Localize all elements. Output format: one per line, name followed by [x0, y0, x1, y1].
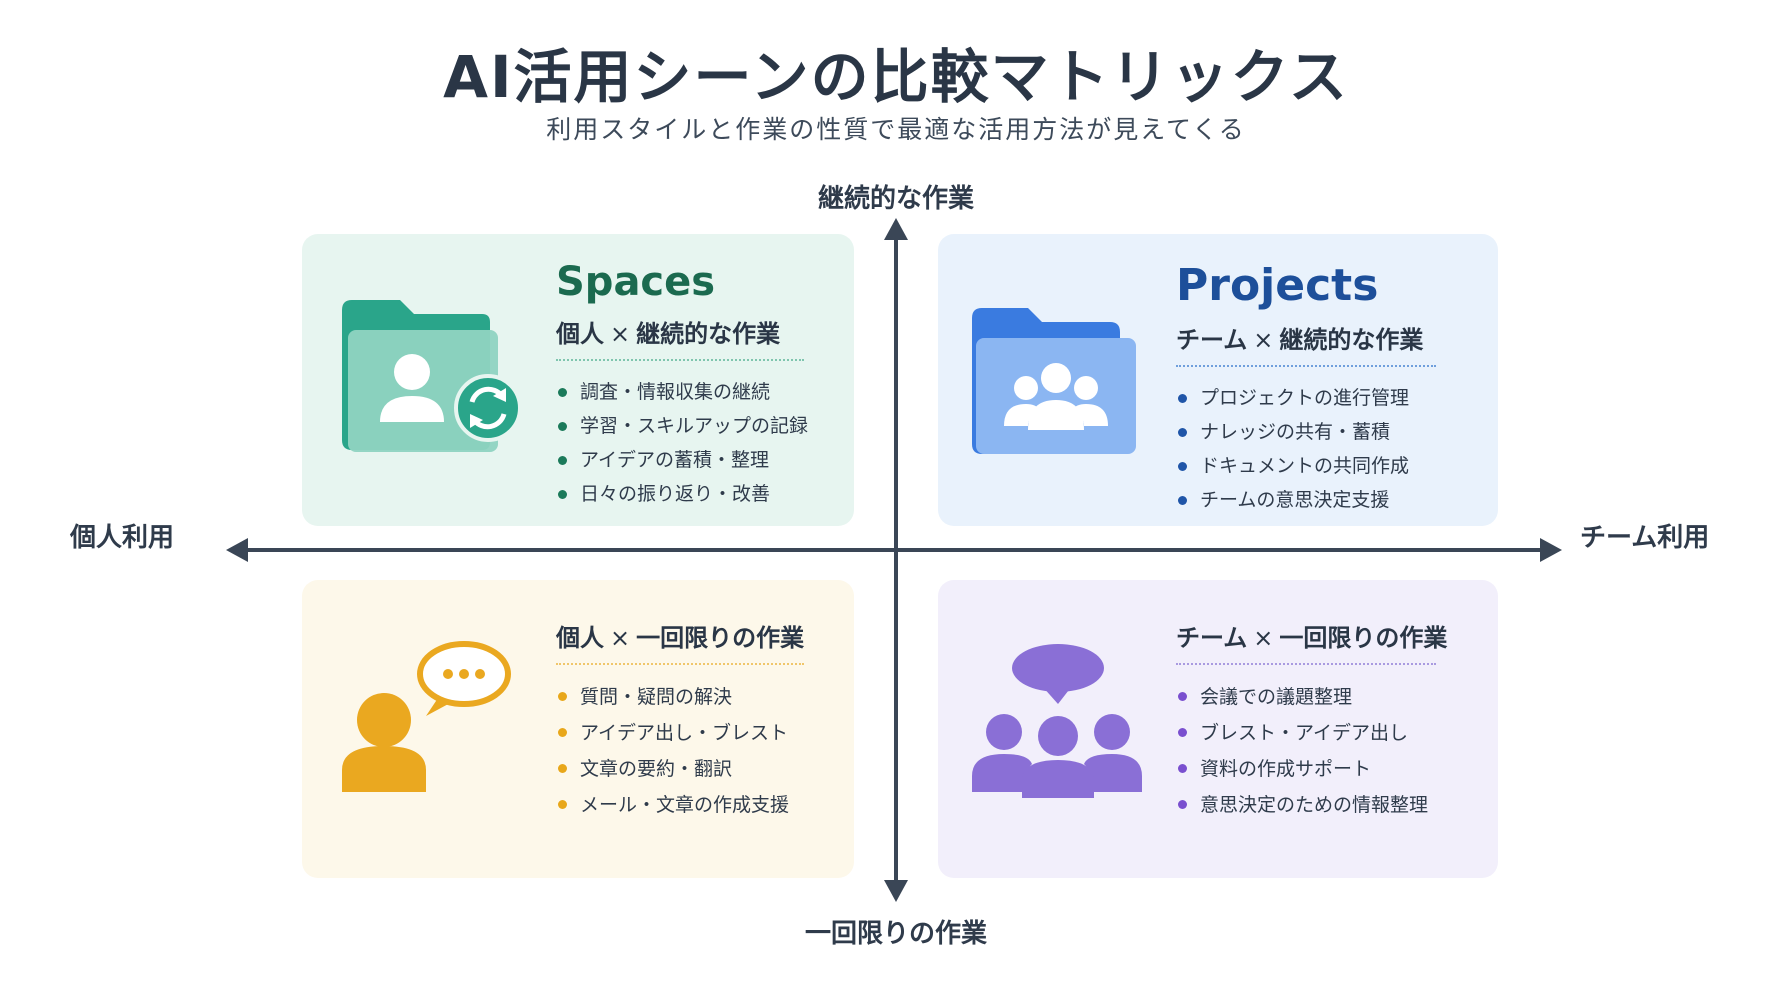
quadrant-heading: チーム×一回限りの作業 [1176, 618, 1447, 663]
axis-label-left: 個人利用 [70, 523, 175, 553]
list-item: 調査・情報収集の継続 [556, 375, 808, 409]
item-list: プロジェクトの進行管理 ナレッジの共有・蓄積 ドキュメントの共同作成 チームの意… [1176, 381, 1436, 517]
quadrant-team-oneoff: チーム×一回限りの作業 会議での議題整理 ブレスト・アイデア出し 資料の作成サポ… [938, 580, 1498, 878]
heading-cross: × [610, 624, 631, 652]
list-item: アイデアの蓄積・整理 [556, 443, 808, 477]
folder-person-sync-icon [340, 296, 530, 460]
list-item: 質問・疑問の解決 [556, 679, 804, 715]
axis-arrow-up-icon [884, 218, 908, 240]
heading-part: 一回限りの作業 [1279, 624, 1448, 652]
quadrant-heading: 個人×継続的な作業 [556, 314, 780, 359]
quadrant-title: Spaces [556, 259, 716, 305]
list-item: 学習・スキルアップの記録 [556, 409, 808, 443]
heading-cross: × [1253, 624, 1274, 652]
axis-arrow-down-icon [884, 880, 908, 902]
item-list: 会議での議題整理 ブレスト・アイデア出し 資料の作成サポート 意思決定のための情… [1176, 679, 1447, 823]
heading-part: チーム [1176, 624, 1248, 652]
folder-team-icon [970, 304, 1140, 460]
person-chat-icon [342, 640, 522, 804]
page-subtitle: 利用スタイルと作業の性質で最適な活用方法が見えてくる [546, 115, 1246, 144]
heading-cross: × [610, 320, 631, 348]
quadrant-personal-oneoff: 個人×一回限りの作業 質問・疑問の解決 アイデア出し・ブレスト 文章の要約・翻訳… [302, 580, 854, 878]
quadrant-title: Projects [1176, 260, 1379, 311]
heading-cross: × [1253, 326, 1274, 355]
list-item: チームの意思決定支援 [1176, 483, 1436, 517]
axis-arrow-left-icon [226, 538, 248, 562]
list-item: プロジェクトの進行管理 [1176, 381, 1436, 415]
heading-part: 個人 [556, 320, 604, 348]
heading-part: チーム [1176, 326, 1248, 355]
list-item: 意思決定のための情報整理 [1176, 787, 1447, 823]
list-item: メール・文章の作成支援 [556, 787, 804, 823]
quadrant-spaces: Spaces 個人×継続的な作業 調査・情報収集の継続 学習・スキルアップの記録… [302, 234, 854, 526]
quadrant-heading: 個人×一回限りの作業 [556, 618, 804, 663]
divider [556, 663, 804, 665]
heading-part: 継続的な作業 [636, 320, 781, 348]
list-item: アイデア出し・ブレスト [556, 715, 804, 751]
list-item: 資料の作成サポート [1176, 751, 1447, 787]
divider [1176, 663, 1436, 665]
heading-part: 一回限りの作業 [636, 624, 805, 652]
divider [1176, 365, 1436, 368]
item-list: 質問・疑問の解決 アイデア出し・ブレスト 文章の要約・翻訳 メール・文章の作成支… [556, 679, 804, 823]
quadrant-projects: Projects チーム×継続的な作業 プロジェクトの進行管理 ナレッジの共有・… [938, 234, 1498, 526]
list-item: ナレッジの共有・蓄積 [1176, 415, 1436, 449]
list-item: 会議での議題整理 [1176, 679, 1447, 715]
page-title: AI活用シーンの比較マトリックス [443, 43, 1349, 111]
list-item: 文章の要約・翻訳 [556, 751, 804, 787]
team-chat-icon [972, 642, 1142, 802]
list-item: ドキュメントの共同作成 [1176, 449, 1436, 483]
axis-label-top: 継続的な作業 [817, 184, 974, 214]
item-list: 調査・情報収集の継続 学習・スキルアップの記録 アイデアの蓄積・整理 日々の振り… [556, 375, 808, 511]
list-item: ブレスト・アイデア出し [1176, 715, 1447, 751]
heading-part: 個人 [556, 624, 604, 652]
quadrant-heading: チーム×継続的な作業 [1176, 320, 1423, 365]
list-item: 日々の振り返り・改善 [556, 477, 808, 511]
axis-label-bottom: 一回限りの作業 [804, 919, 987, 949]
axis-arrow-right-icon [1540, 538, 1562, 562]
heading-part: 継続的な作業 [1279, 326, 1424, 355]
axis-label-right: チーム利用 [1580, 523, 1710, 553]
divider [556, 359, 804, 361]
